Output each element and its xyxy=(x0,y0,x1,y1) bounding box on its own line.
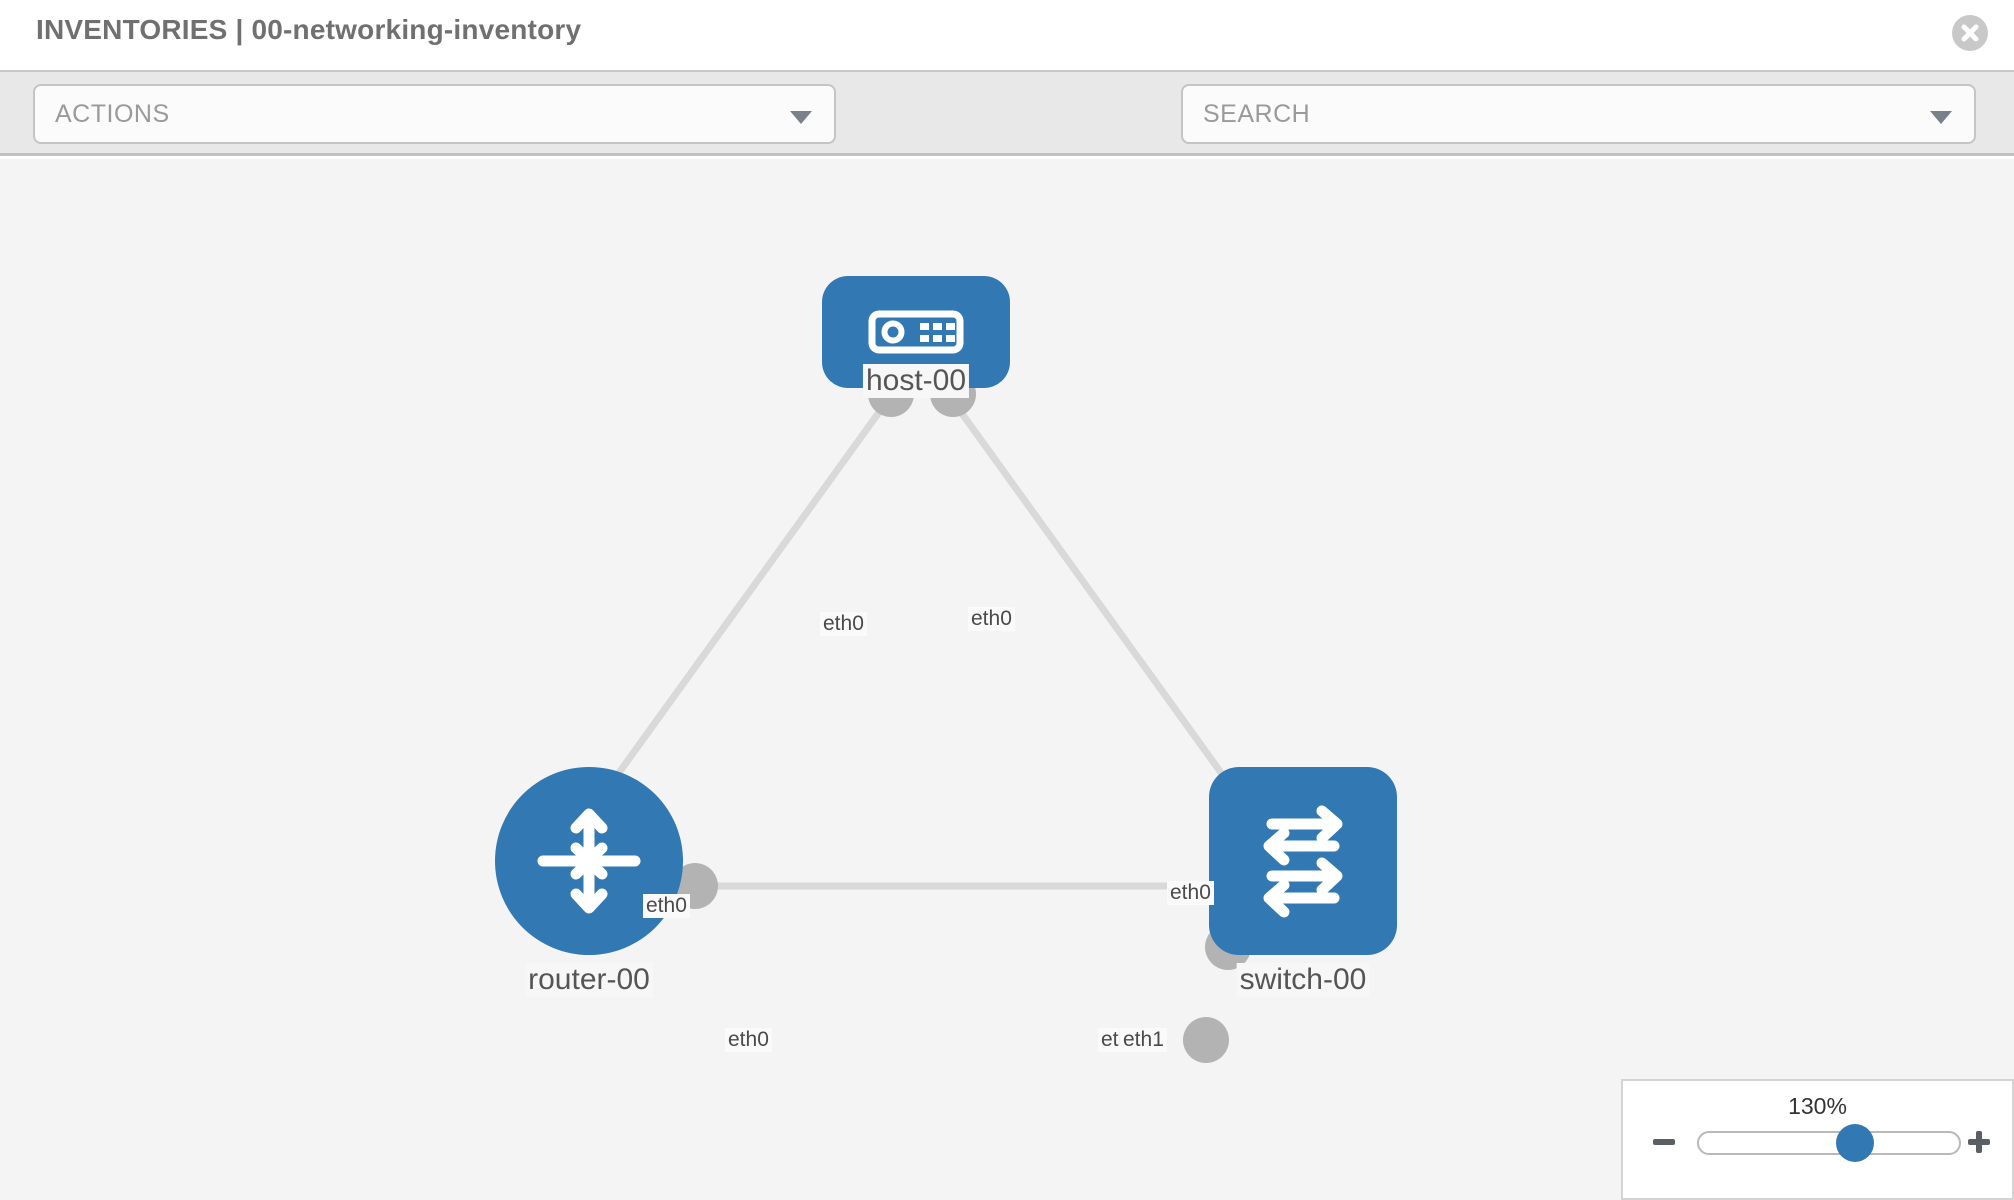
page-title: INVENTORIES | 00-networking-inventory xyxy=(36,14,582,45)
link-label-switch-left: eth1 xyxy=(1120,1028,1167,1052)
server-icon xyxy=(868,310,964,354)
window-header: INVENTORIES | 00-networking-inventory xyxy=(0,0,2014,70)
chevron-down-icon xyxy=(1930,111,1952,124)
switch-arrows-icon xyxy=(1263,805,1343,918)
search-input[interactable]: SEARCH xyxy=(1181,84,1976,144)
zoom-slider-track[interactable] xyxy=(1697,1124,1961,1162)
router-node-shape xyxy=(495,767,683,955)
node-label-host-00: host-00 xyxy=(862,364,970,398)
node-router-00[interactable]: router-00 xyxy=(495,767,683,997)
actions-dropdown[interactable]: ACTIONS xyxy=(33,84,836,144)
search-placeholder: SEARCH xyxy=(1203,100,1311,128)
chevron-down-icon xyxy=(790,111,812,124)
zoom-slider-handle[interactable] xyxy=(1836,1124,1874,1162)
toolbar: ACTIONS SEARCH xyxy=(0,70,2014,200)
node-label-router-00: router-00 xyxy=(525,963,653,997)
link-label-switch-upper: eth0 xyxy=(1167,881,1214,905)
plus-icon xyxy=(1968,1131,1990,1153)
topology-graph: host-00 xyxy=(0,159,2014,1200)
link-label-host-left: eth0 xyxy=(820,612,867,636)
minus-icon xyxy=(1653,1139,1675,1145)
router-arrows-icon xyxy=(537,808,641,914)
close-icon[interactable] xyxy=(1952,15,1988,51)
topology-links xyxy=(597,394,1243,890)
node-label-switch-00: switch-00 xyxy=(1236,963,1370,997)
zoom-control: 130% xyxy=(1621,1079,2014,1200)
switch-node-shape xyxy=(1209,767,1397,955)
zoom-in-button[interactable] xyxy=(1966,1129,1992,1160)
link-label-router-upper: eth0 xyxy=(643,894,690,918)
link-label-host-right: eth0 xyxy=(968,607,1015,631)
node-host-00[interactable]: host-00 xyxy=(822,276,1010,398)
zoom-level-value: 130% xyxy=(1788,1093,1847,1119)
actions-dropdown-label: ACTIONS xyxy=(55,100,170,128)
node-switch-00[interactable]: switch-00 xyxy=(1209,767,1397,997)
link-label-router-right: eth0 xyxy=(725,1028,772,1052)
connector-switch-left[interactable] xyxy=(1183,1017,1229,1063)
zoom-out-button[interactable] xyxy=(1651,1129,1677,1160)
topology-canvas[interactable]: host-00 xyxy=(0,159,2014,1200)
